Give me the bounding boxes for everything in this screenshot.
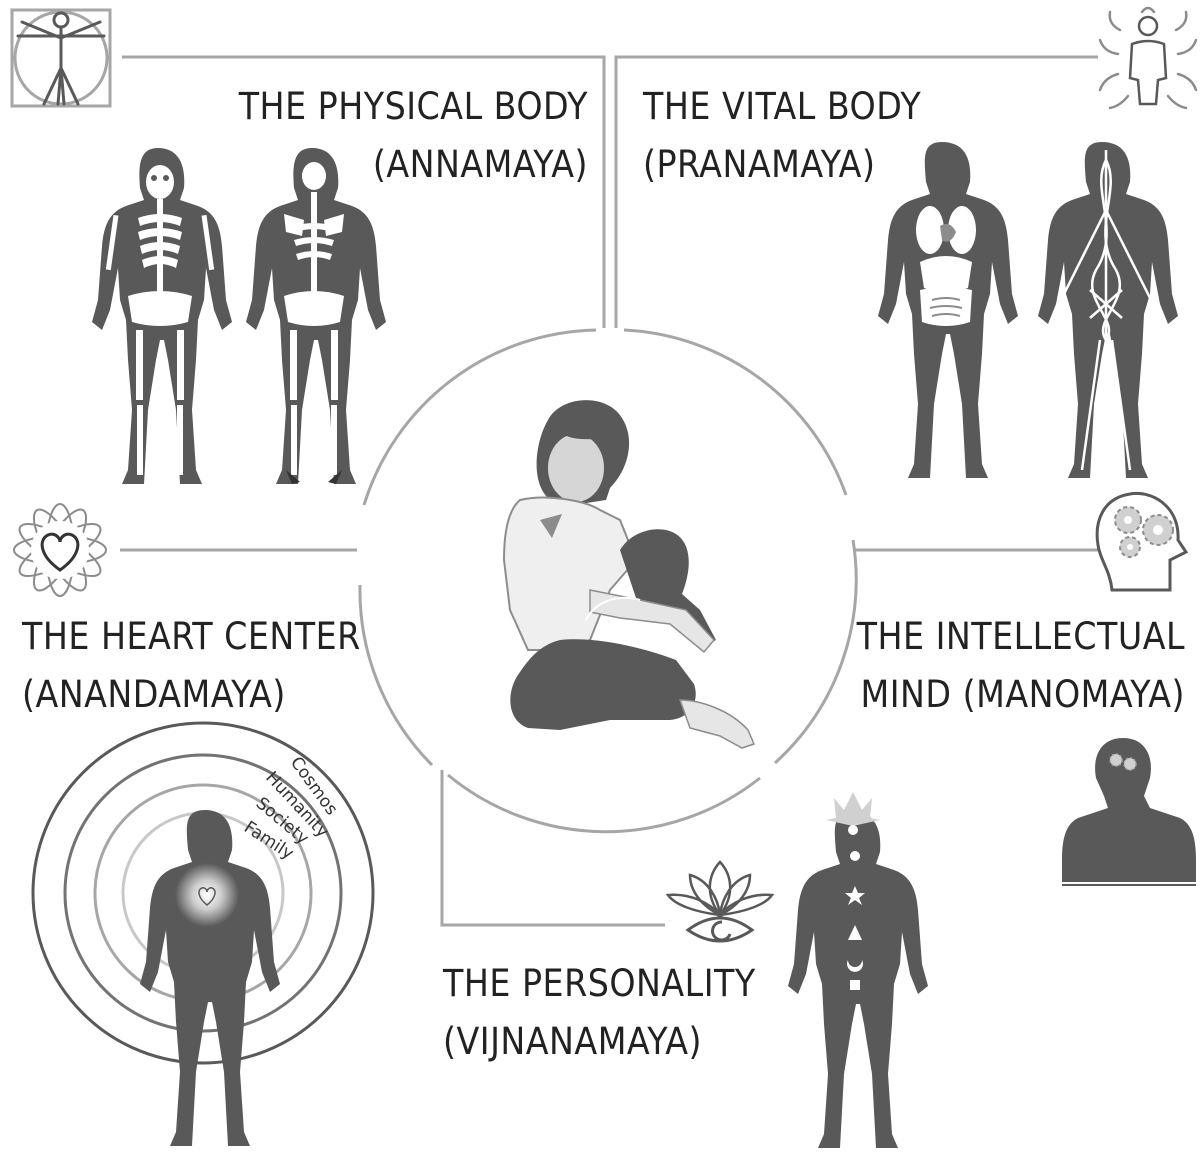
seated-person-figure bbox=[504, 400, 754, 748]
label-intellectual-mind: THE INTELLECTUAL MIND (MANOMAYA) bbox=[857, 608, 1185, 724]
label-physical-sanskrit: (ANNAMAYA) bbox=[239, 136, 588, 194]
label-physical-body: THE PHYSICAL BODY (ANNAMAYA) bbox=[239, 78, 588, 194]
label-heart-center: THE HEART CENTER (ANANDAMAYA) bbox=[22, 608, 361, 724]
heart-figure bbox=[140, 810, 280, 1146]
lotus-eye-icon bbox=[668, 862, 772, 941]
label-intellectual-sanskrit: MIND (MANOMAYA) bbox=[857, 666, 1185, 724]
energy-channels-figure bbox=[1038, 142, 1178, 478]
head-gears-icon bbox=[1097, 493, 1186, 590]
label-intellectual-title: THE INTELLECTUAL bbox=[857, 608, 1185, 666]
label-personality-title: THE PERSONALITY bbox=[443, 955, 756, 1013]
label-heart-sanskrit: (ANANDAMAYA) bbox=[22, 666, 361, 724]
label-physical-title: THE PHYSICAL BODY bbox=[239, 78, 588, 136]
heart-flower-icon bbox=[13, 503, 107, 597]
label-vital-body: THE VITAL BODY (PRANAMAYA) bbox=[643, 78, 921, 194]
energy-radiating-body-icon bbox=[1100, 8, 1196, 108]
label-personality: THE PERSONALITY (VIJNANAMAYA) bbox=[443, 955, 756, 1071]
chakra-figure bbox=[788, 792, 928, 1148]
label-vital-title: THE VITAL BODY bbox=[643, 78, 921, 136]
vitruvian-man-icon bbox=[12, 10, 110, 106]
label-heart-title: THE HEART CENTER bbox=[22, 608, 361, 666]
label-personality-sanskrit: (VIJNANAMAYA) bbox=[443, 1013, 756, 1071]
bust-figure bbox=[1062, 738, 1196, 885]
skeleton-back-figure bbox=[246, 148, 386, 484]
skeleton-front-figure bbox=[92, 148, 232, 484]
ring-labels: Cosmos Humanity Society Family bbox=[240, 753, 341, 864]
label-vital-sanskrit: (PRANAMAYA) bbox=[643, 136, 921, 194]
